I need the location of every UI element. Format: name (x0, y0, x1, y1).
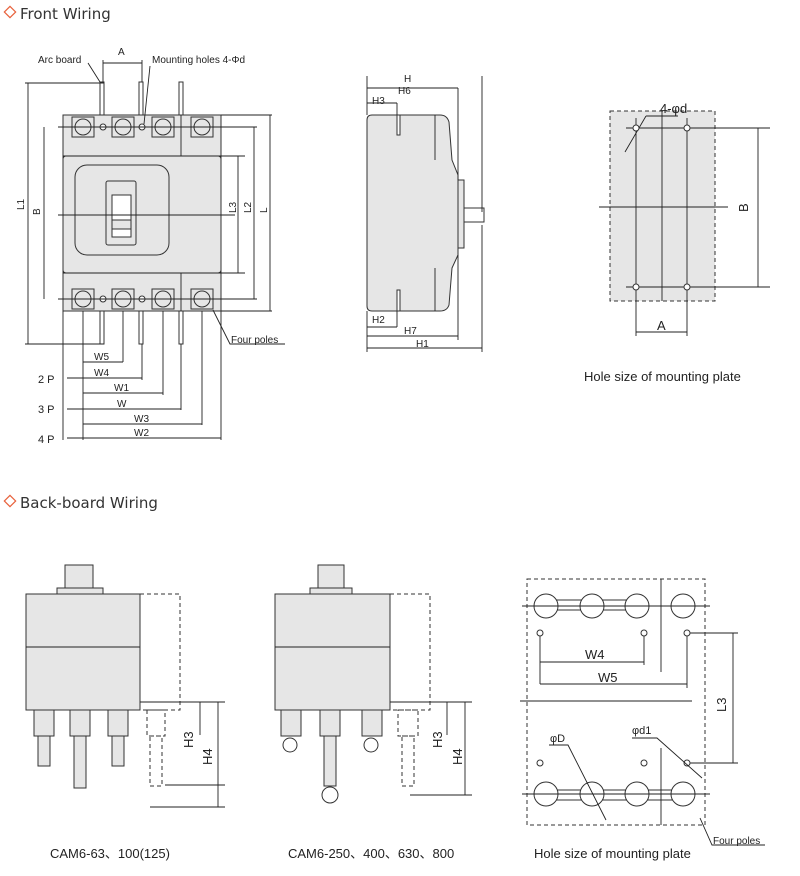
model-caption: CAM6-250、400、630、800 (288, 846, 454, 861)
section-title: Back-board Wiring (20, 494, 158, 512)
diamond-icon (3, 494, 17, 508)
plate-caption: Hole size of mounting plate (584, 369, 741, 384)
model-caption: CAM6-63、100(125) (50, 846, 170, 861)
mounting-plate-view: 4-φd B A Hole size of mounting plate (584, 101, 770, 384)
front-wiring-header: Front Wiring (3, 5, 111, 23)
dimension-label: W (117, 399, 127, 410)
section-title: Front Wiring (20, 5, 111, 23)
pole-2p-label: 2 P (38, 374, 55, 386)
dimension-label: H (404, 74, 411, 85)
diamond-icon (3, 5, 17, 19)
dimension-label: A (118, 47, 125, 58)
front-view: Arc board Mounting holes 4-Φd Four poles… (16, 47, 285, 446)
dimension-label: W3 (134, 414, 149, 425)
dimension-label: W4 (585, 647, 605, 662)
dimension-label: L1 (16, 198, 27, 210)
dimension-label: B (736, 203, 751, 212)
dimension-label: H4 (200, 748, 215, 765)
plate-caption: Hole size of mounting plate (534, 846, 691, 861)
back-plate-view: W4 W5 L3 φD φd1 Four poles Hole size of … (520, 578, 765, 861)
dimension-label: H6 (398, 86, 411, 97)
dimension-label: W5 (598, 670, 618, 685)
dimension-label: W2 (134, 428, 149, 439)
arc-board-label: Arc board (38, 55, 81, 66)
dimension-label: A (657, 318, 666, 333)
back-view-large: H3 H4 CAM6-250、400、630、800 (274, 564, 472, 861)
dimension-label: W5 (94, 352, 109, 363)
side-view: H H6 H3 H2 H7 H1 (366, 74, 485, 352)
dimension-label: W1 (114, 383, 129, 394)
dimension-label: W4 (94, 368, 109, 379)
pole-3p-label: 3 P (38, 404, 55, 416)
dimension-label: L (259, 207, 270, 213)
four-poles-label: Four poles (231, 335, 278, 346)
pole-4p-label: 4 P (38, 434, 55, 446)
dimension-label: H7 (404, 326, 417, 337)
dimension-label: L3 (714, 698, 729, 712)
dimension-label: H4 (450, 748, 465, 765)
four-poles-label: Four poles (713, 836, 760, 847)
dimension-label: φd1 (632, 725, 651, 737)
back-wiring-header: Back-board Wiring (3, 494, 158, 512)
mounting-holes-label: Mounting holes 4-Φd (152, 55, 245, 66)
dimension-label: H1 (416, 339, 429, 350)
dimension-label: H3 (430, 731, 445, 748)
back-view-small: H3 H4 CAM6-63、100(125) (25, 564, 225, 861)
dimension-label: H2 (372, 315, 385, 326)
dimension-label: L3 (228, 201, 239, 213)
dimension-label: 4-φd (660, 101, 687, 116)
dimension-label: B (32, 208, 43, 215)
dimension-label: H3 (372, 96, 385, 107)
dimension-label: H3 (181, 731, 196, 748)
dimension-label: φD (550, 733, 565, 745)
dimension-label: L2 (243, 201, 254, 213)
